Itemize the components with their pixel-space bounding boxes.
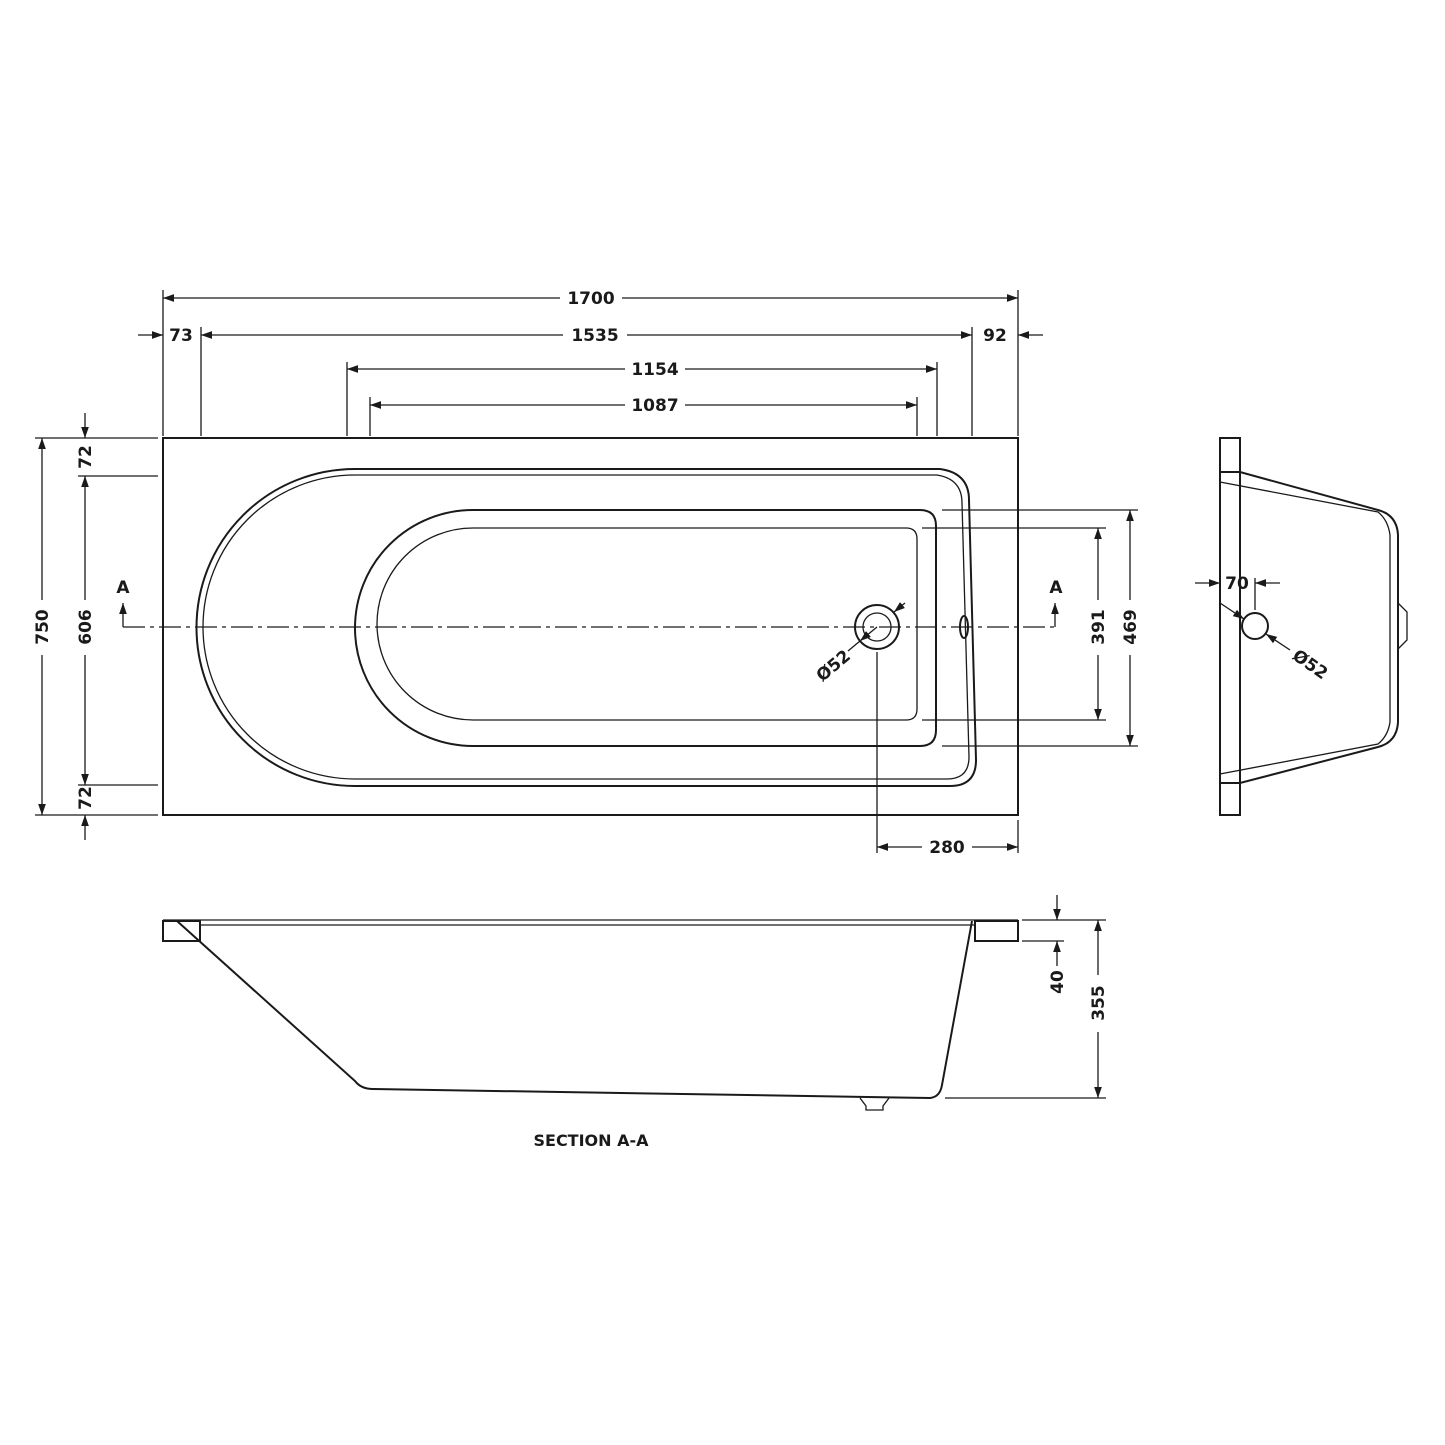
- dim-basin-top-length: 1154: [631, 360, 678, 380]
- section-right-flange: [974, 920, 1019, 942]
- dim-overall-width: 750: [33, 609, 53, 645]
- section-waste-nub: [859, 1097, 890, 1111]
- extension-lines: [35, 290, 1138, 853]
- dim-overall-height: 355: [1089, 985, 1109, 1021]
- section-view: 40 355 SECTION A-A: [162, 895, 1109, 1150]
- dim-basin-bottom-width: 391: [1089, 609, 1109, 645]
- dim-overall-length: 1700: [567, 289, 614, 309]
- end-waste-nub: [1397, 602, 1408, 650]
- end-flange: [1219, 437, 1241, 816]
- plan-view: A A 1700 73 1535 92 1154 1087: [33, 289, 1141, 858]
- dim-waste-diameter: Ø52: [813, 646, 855, 686]
- dim-right-rim: 92: [983, 326, 1007, 346]
- section-body-outline: [176, 920, 973, 1100]
- end-view: 70 Ø52: [1195, 437, 1408, 816]
- section-marker-right: A: [1049, 578, 1063, 598]
- dim-end-waste-offset: 70: [1225, 574, 1249, 594]
- dim-rim-thickness: 40: [1048, 970, 1068, 994]
- dim-waste-offset: 280: [929, 838, 965, 858]
- dim-left-rim: 73: [169, 326, 193, 346]
- dim-inner-width: 606: [76, 609, 96, 645]
- section-extension-lines: [945, 919, 1106, 1099]
- dim-basin-bottom-length: 1087: [631, 396, 678, 416]
- section-marker-left: A: [116, 578, 130, 598]
- dim-end-waste-diameter: Ø52: [1289, 646, 1332, 684]
- dim-basin-top-width: 469: [1121, 609, 1141, 645]
- dim-top-rim: 72: [76, 445, 96, 469]
- basin-outline: [354, 509, 937, 747]
- section-title: SECTION A-A: [533, 1131, 649, 1150]
- dim-inner-length: 1535: [571, 326, 618, 346]
- rim-inner-edge-offset: [202, 474, 970, 780]
- end-inner-outline: [1219, 481, 1391, 775]
- end-body-outline: [1220, 471, 1399, 784]
- section-left-flange: [162, 920, 201, 942]
- end-waste-outlet-icon: [1241, 612, 1269, 640]
- dim-bottom-rim: 72: [76, 786, 96, 810]
- basin-floor-outline: [376, 527, 918, 721]
- rim-inner-edge: [195, 468, 978, 787]
